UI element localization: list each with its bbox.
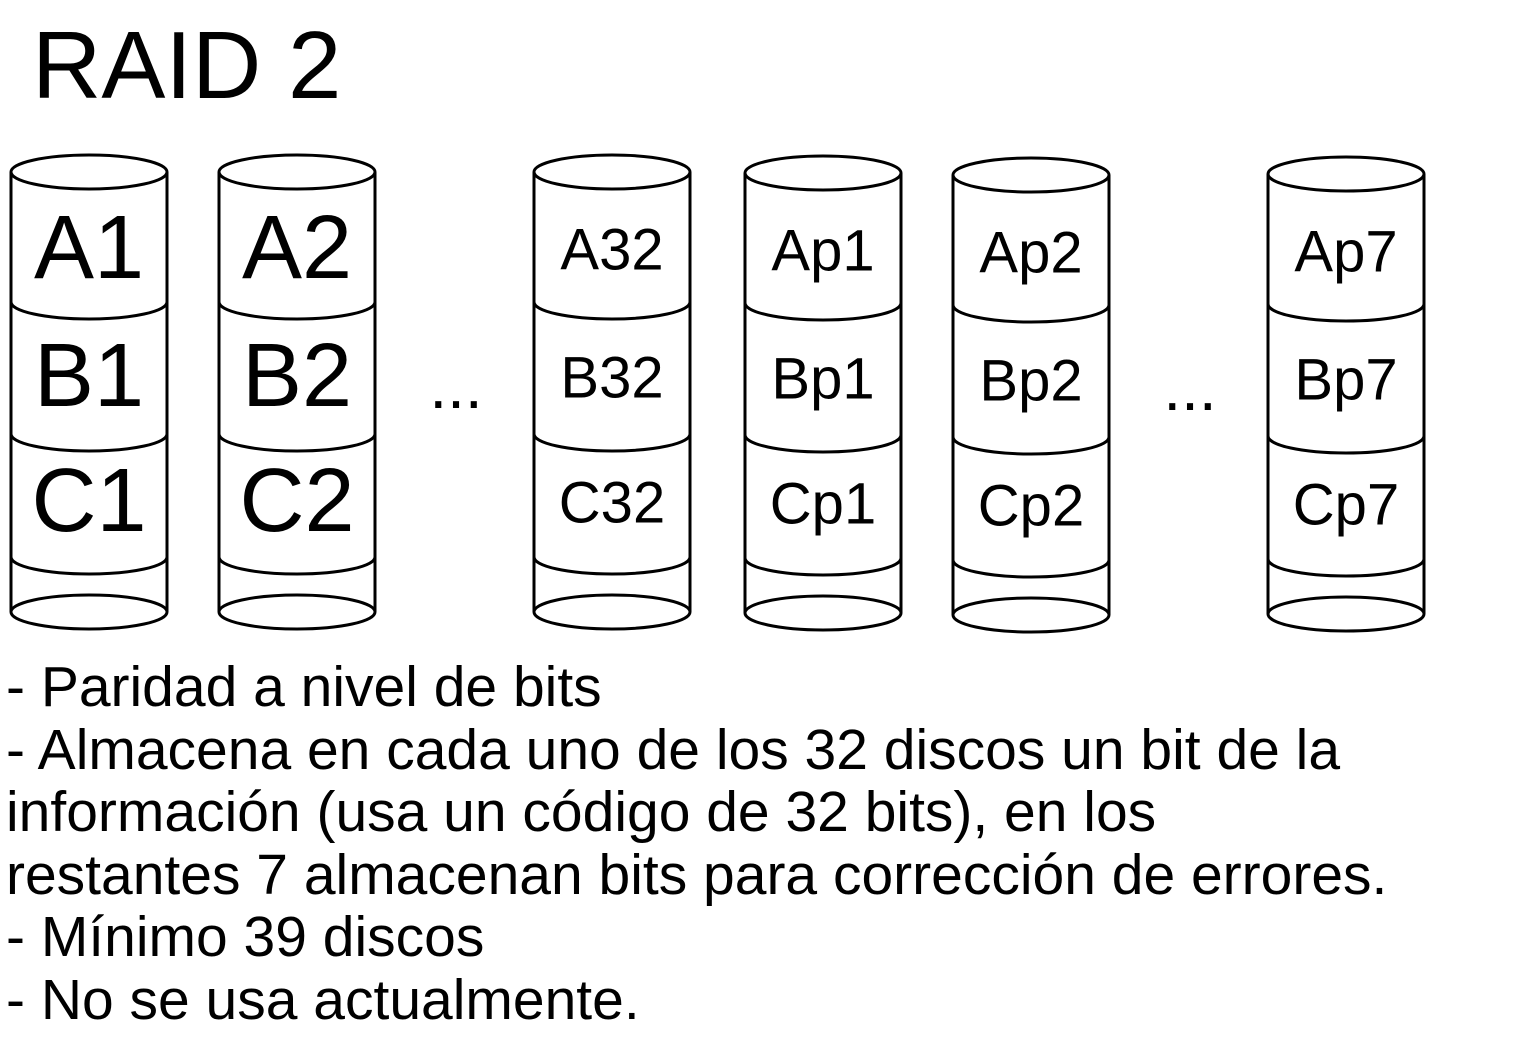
disk-stripe-divider xyxy=(217,301,377,321)
disk-cell-label: Cp2 xyxy=(978,473,1084,538)
disk-top-ellipse xyxy=(217,153,377,191)
disk-stripe-divider xyxy=(743,302,903,322)
disk-cell-label: C2 xyxy=(239,451,354,551)
note-line: información (usa un código de 32 bits), … xyxy=(6,780,1157,844)
disk-cell-label: A32 xyxy=(560,217,663,282)
disk-stripe-divider xyxy=(743,434,903,454)
disk-stripe-divider xyxy=(1266,558,1426,578)
note-line: restantes 7 almacenan bits para correcci… xyxy=(6,842,1388,907)
ellipsis-data-disks: ... xyxy=(429,350,482,422)
disk-stripe-divider xyxy=(951,436,1111,456)
disk-bottom-ellipse xyxy=(743,594,903,632)
disk-stripe-divider xyxy=(217,433,377,453)
disk-cell-label: A2 xyxy=(242,198,352,298)
disk-cell-label: C32 xyxy=(559,470,665,535)
diagram-title: RAID 2 xyxy=(32,12,342,119)
disk-cell-label: C1 xyxy=(31,451,146,551)
disk-stripe-divider xyxy=(217,556,377,576)
disk-stripe-divider xyxy=(532,556,692,576)
disk-stripe-divider xyxy=(9,433,169,453)
disk-stripe-divider xyxy=(1266,435,1426,455)
disk-cell-label: Ap2 xyxy=(979,220,1082,285)
disk-stripe-divider xyxy=(951,304,1111,324)
disk-cell-label: B1 xyxy=(34,326,144,426)
disk-top-ellipse xyxy=(743,154,903,192)
disk-top-ellipse xyxy=(951,156,1111,194)
note-line: - Mínimo 39 discos xyxy=(6,905,485,969)
note-line: - No se usa actualmente. xyxy=(6,967,640,1032)
disk-cell-label: B32 xyxy=(560,345,663,410)
disk-stripe-divider xyxy=(532,301,692,321)
disk-cell-label: B2 xyxy=(242,326,352,426)
disk-bottom-ellipse xyxy=(951,596,1111,634)
disk-cell-label: A1 xyxy=(34,198,144,298)
disk-bottom-ellipse xyxy=(532,593,692,631)
note-line: - Almacena en cada uno de los 32 discos … xyxy=(6,717,1341,782)
disk-cell-label: Ap7 xyxy=(1294,219,1397,284)
disk-stripe-divider xyxy=(9,301,169,321)
disk-cell-label: Cp7 xyxy=(1293,472,1399,537)
disk-cell-label: Cp1 xyxy=(770,471,876,536)
disk-stripe-divider xyxy=(951,559,1111,579)
ellipsis-parity-disks: ... xyxy=(1163,352,1216,424)
raid-diagram: A1B1C1A2B2C2A32B32C32Ap1Bp1Cp1Ap2Bp2Cp2A… xyxy=(9,153,1426,634)
disk-cell-label: Bp2 xyxy=(979,348,1082,413)
disks-group: A1B1C1A2B2C2A32B32C32Ap1Bp1Cp1Ap2Bp2Cp2A… xyxy=(9,153,1426,634)
disk-stripe-divider xyxy=(532,433,692,453)
disk-bottom-ellipse xyxy=(217,593,377,631)
disk-bottom-ellipse xyxy=(1266,595,1426,633)
disk-top-ellipse xyxy=(9,153,169,191)
disk-cell-label: Bp7 xyxy=(1294,347,1397,412)
disk-top-ellipse xyxy=(1266,155,1426,193)
disk-bottom-ellipse xyxy=(9,593,169,631)
disk-stripe-divider xyxy=(9,556,169,576)
disk-cell-label: Ap1 xyxy=(771,218,874,283)
disk-stripe-divider xyxy=(743,557,903,577)
disk-top-ellipse xyxy=(532,153,692,191)
disk-stripe-divider xyxy=(1266,303,1426,323)
note-line: - Paridad a nivel de bits xyxy=(6,655,602,719)
notes-list: - Paridad a nivel de bits - Almacena en … xyxy=(6,656,1522,1031)
disk-cell-label: Bp1 xyxy=(771,346,874,411)
